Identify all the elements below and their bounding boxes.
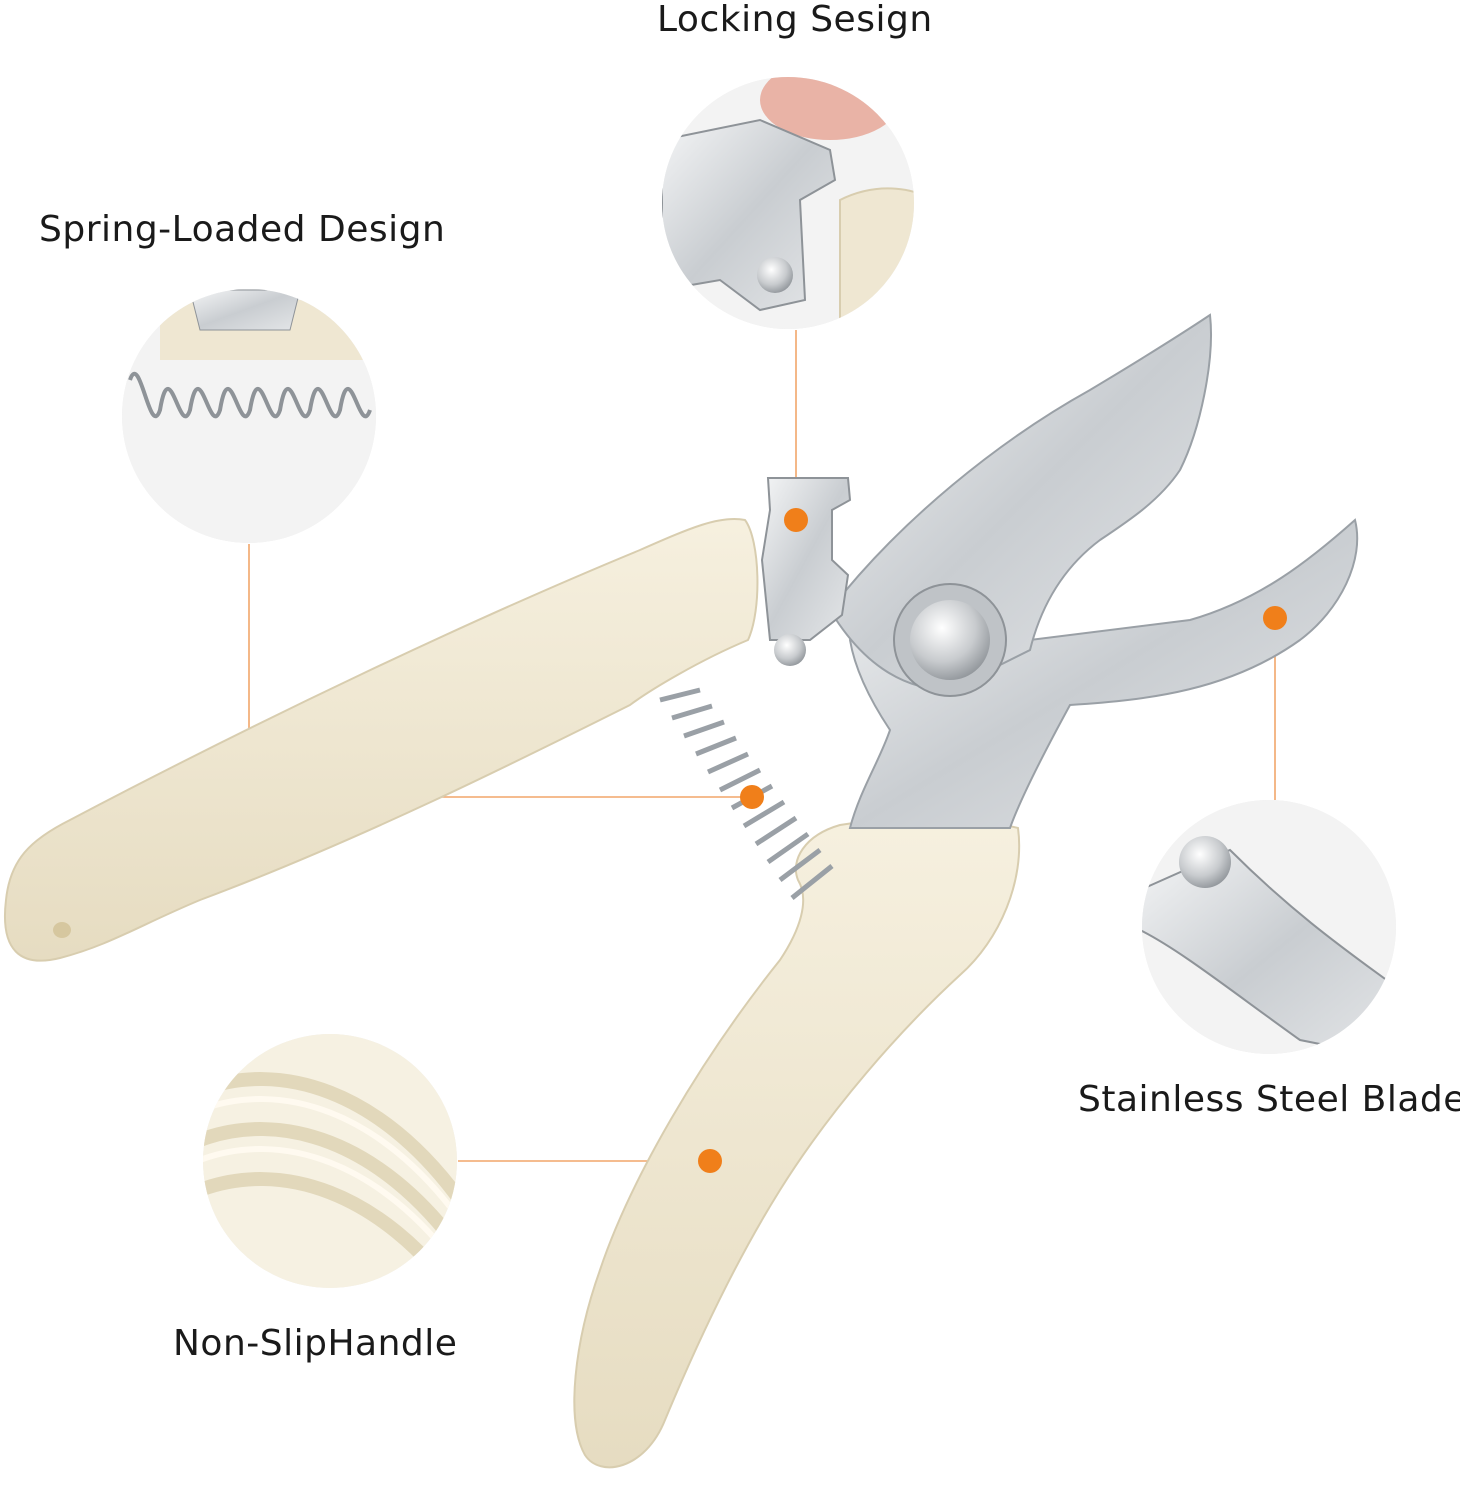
lower-handle <box>573 817 1021 1469</box>
inset-handle <box>203 1034 457 1288</box>
orange-dot-icon <box>740 785 764 809</box>
inset-locking <box>662 77 914 329</box>
upper-handle <box>4 518 759 962</box>
pivot-bolt-cap <box>910 600 990 680</box>
label-non-slip-handle: Non-SlipHandle <box>173 1323 458 1364</box>
lower-jaw-steel <box>848 518 1359 829</box>
orange-dot-icon <box>784 508 808 532</box>
inset-blades <box>1142 800 1396 1054</box>
lock-lever <box>760 477 852 641</box>
markers <box>698 508 1287 1173</box>
label-locking-design: Locking Sesign <box>657 0 933 40</box>
label-spring-loaded-design: Spring-Loaded Design <box>39 209 446 250</box>
lock-rivet <box>774 634 806 666</box>
orange-dot-icon <box>698 1149 722 1173</box>
pruning-shears <box>4 313 1359 1469</box>
orange-dot-icon <box>1263 606 1287 630</box>
inset-spring <box>122 289 376 543</box>
label-stainless-steel-blades: Stainless Steel Blades <box>1078 1079 1460 1120</box>
handle-hole <box>53 922 71 938</box>
